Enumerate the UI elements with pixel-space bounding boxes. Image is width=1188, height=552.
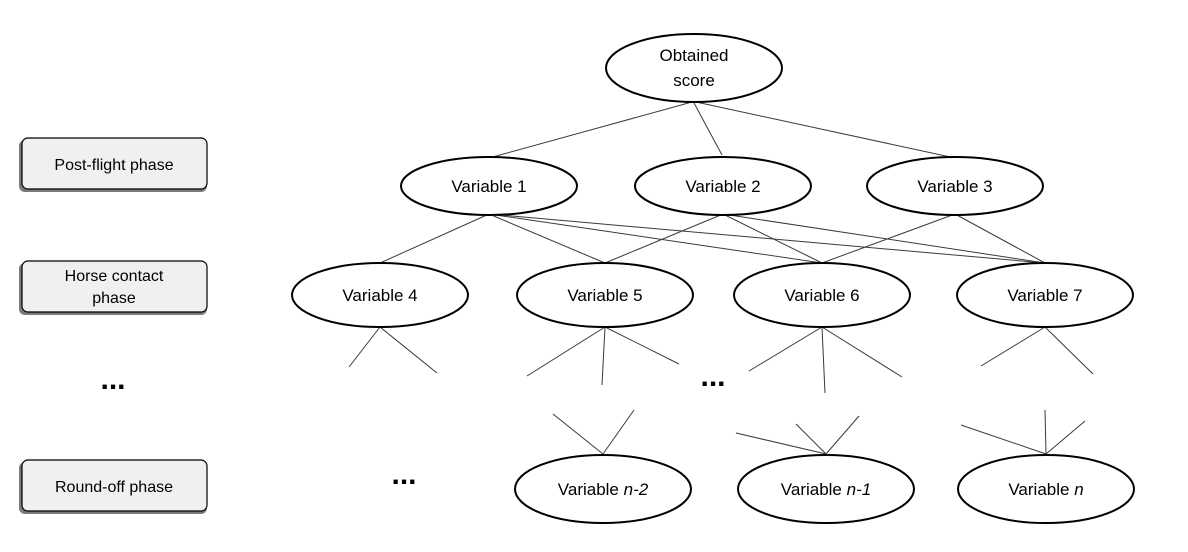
node-variable-5: Variable 5 — [516, 262, 694, 328]
phase-label-round-off: Round-off phase — [55, 479, 173, 496]
edges-root-to-level1 — [488, 101, 956, 159]
node-variable-n-label: Variable n — [1008, 480, 1083, 499]
node-variable-n-2: Variable n-2 — [514, 454, 692, 524]
node-variable-1: Variable 1 — [400, 156, 578, 216]
node-variable-5-label: Variable 5 — [567, 286, 642, 305]
node-variable-n-1: Variable n-1 — [737, 454, 915, 524]
phase-box-horse-contact: Horse contact phase — [19, 260, 208, 315]
edges-into-bottom-row — [552, 409, 1086, 455]
node-variable-1-label: Variable 1 — [451, 177, 526, 196]
node-variable-3: Variable 3 — [866, 156, 1044, 216]
node-variable-n-2-label: Variable n-2 — [558, 480, 649, 499]
ellipsis-bottom: ... — [391, 458, 416, 491]
node-variable-4-label: Variable 4 — [342, 286, 417, 305]
node-variable-4: Variable 4 — [291, 262, 469, 328]
phase-label-horse-contact-line2: phase — [92, 290, 136, 307]
node-variable-n-1-label: Variable n-1 — [781, 480, 871, 499]
node-variable-7: Variable 7 — [956, 262, 1134, 328]
phase-label-post-flight: Post-flight phase — [54, 157, 173, 174]
ellipsis-middle: ... — [700, 360, 725, 393]
node-variable-2: Variable 2 — [634, 156, 812, 216]
phase-box-round-off: Round-off phase — [19, 459, 208, 514]
node-obtained-score-line1: Obtained — [660, 46, 729, 65]
node-variable-3-label: Variable 3 — [917, 177, 992, 196]
phase-label-horse-contact-line1: Horse contact — [65, 268, 164, 285]
phase-box-post-flight: Post-flight phase — [19, 137, 208, 192]
node-variable-6-label: Variable 6 — [784, 286, 859, 305]
node-obtained-score: Obtained score — [605, 33, 783, 103]
node-variable-n: Variable n — [957, 454, 1135, 524]
node-obtained-score-line2: score — [673, 71, 715, 90]
node-variable-6: Variable 6 — [733, 262, 911, 328]
node-variable-7-label: Variable 7 — [1007, 286, 1082, 305]
ellipsis-left: ... — [100, 363, 125, 396]
edges-level1-to-level2 — [379, 213, 1046, 264]
edges-level2-stubs — [348, 326, 1094, 394]
node-variable-2-label: Variable 2 — [685, 177, 760, 196]
